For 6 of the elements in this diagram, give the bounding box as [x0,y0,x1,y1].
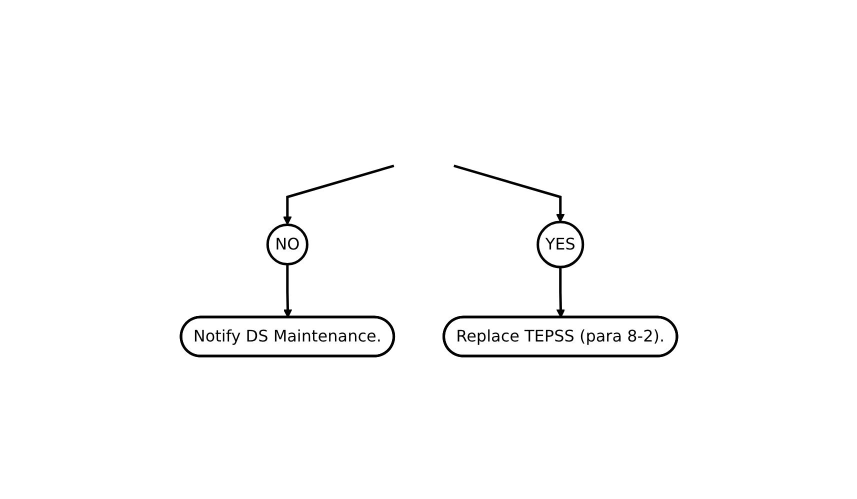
arrow [556,268,565,318]
arrow [282,165,394,226]
arrow [282,264,292,318]
node-circle: YES [536,221,584,269]
node-circle: NO [266,224,308,266]
arrow [453,165,564,223]
